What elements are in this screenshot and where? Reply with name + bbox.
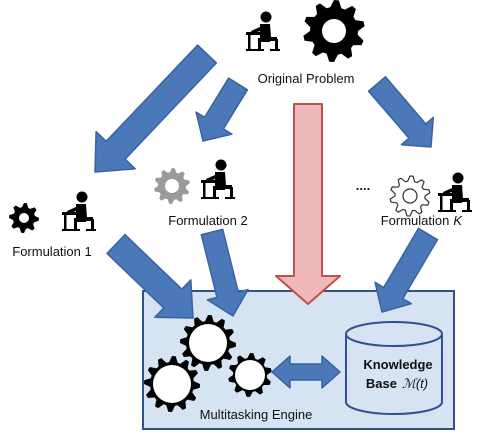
flow-arrow [374, 227, 439, 313]
flow-arrow [106, 233, 194, 319]
engine-label: Multitasking Engine [200, 407, 313, 422]
gear-icon [180, 315, 236, 371]
knowledge-base-line1: Knowledge [363, 357, 432, 372]
person-at-desk-icon [246, 11, 280, 51]
flow-arrow [195, 77, 249, 142]
flow-arrows [94, 44, 439, 319]
gear-icon [154, 168, 190, 204]
direct-arrow [275, 103, 341, 305]
gear-icon [144, 356, 200, 412]
flow-arrow [200, 228, 249, 317]
gear-icon [228, 353, 272, 397]
database-icon [345, 321, 443, 415]
formulation-2-label: Formulation 2 [168, 213, 247, 228]
flow-arrow [367, 76, 435, 148]
gear-icon [389, 175, 431, 217]
gear-icon [9, 203, 39, 233]
original-problem-label: Original Problem [258, 71, 355, 86]
ellipsis: .... [356, 178, 370, 193]
formulation-1-label: Formulation 1 [12, 244, 91, 259]
person-at-desk-icon [62, 191, 96, 231]
double-arrow-icon [271, 355, 341, 389]
gear-icon [303, 0, 365, 62]
person-at-desk-icon [438, 172, 472, 212]
flow-arrow [94, 44, 218, 173]
person-at-desk-icon [201, 159, 235, 199]
